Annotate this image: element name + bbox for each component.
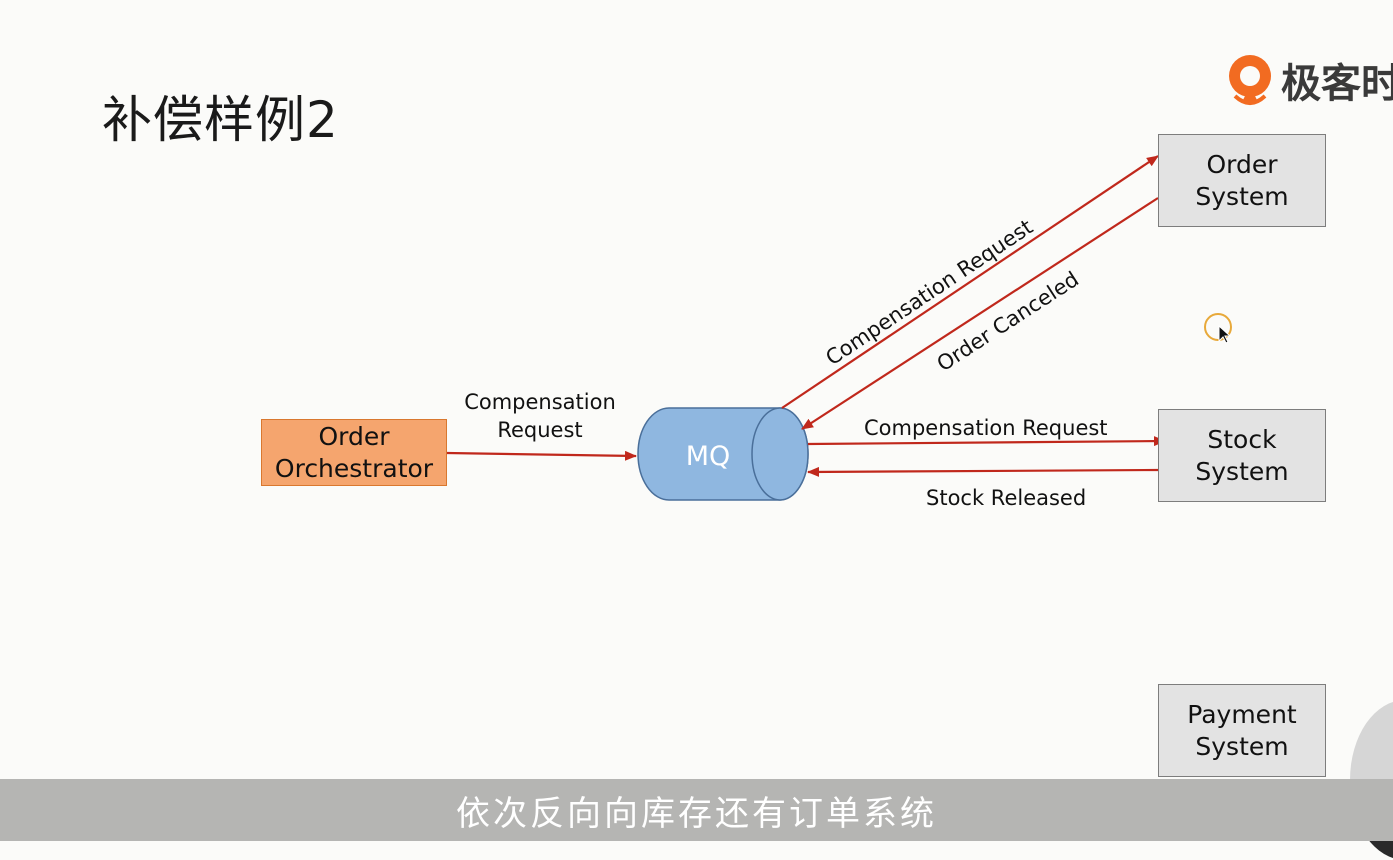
mq-cylinder-cap (751, 407, 809, 501)
arrow-mq-to-stock-system (807, 436, 1166, 447)
cursor-highlight-icon (1204, 313, 1232, 341)
order-system-node: Order System (1158, 134, 1326, 227)
order-orchestrator-label: Order Orchestrator (274, 421, 434, 483)
order-system-label: Order System (1195, 149, 1289, 211)
mouse-pointer-icon (1218, 325, 1232, 344)
edge-label-mq-to-stock: Compensation Request (864, 416, 1108, 440)
arrow-mq-to-order-system (781, 155, 1159, 409)
logo-text: 极客时 (1281, 61, 1393, 107)
diagram-canvas: MQ Compensation Request Compensation Req… (446, 155, 1166, 510)
mq-label: MQ (686, 441, 731, 472)
arrow-orchestrator-to-mq (446, 450, 637, 461)
subtitle-bar: 依次反向向库存还有订单系统 (0, 779, 1393, 841)
subtitle-text: 依次反向向库存还有订单系统 (456, 793, 937, 834)
geektime-logo-icon (1229, 55, 1271, 105)
order-orchestrator-node: Order Orchestrator (261, 419, 447, 486)
geektime-logo: 极客时 (1225, 52, 1393, 108)
stock-system-label: Stock System (1195, 424, 1289, 486)
payment-system-node: Payment System (1158, 684, 1326, 777)
arrow-stock-system-to-mq (807, 466, 1159, 477)
mq-node: MQ (637, 407, 809, 501)
edge-label-orchestrator-to-mq-line1: Compensation (464, 390, 616, 414)
stock-system-node: Stock System (1158, 409, 1326, 502)
edge-label-orchestrator-to-mq-line2: Request (497, 418, 582, 442)
arrow-order-system-to-mq (801, 197, 1159, 430)
edge-label-stock-to-mq: Stock Released (926, 486, 1086, 510)
slide-title: 补偿样例2 (102, 91, 339, 149)
payment-system-label: Payment System (1187, 699, 1297, 761)
